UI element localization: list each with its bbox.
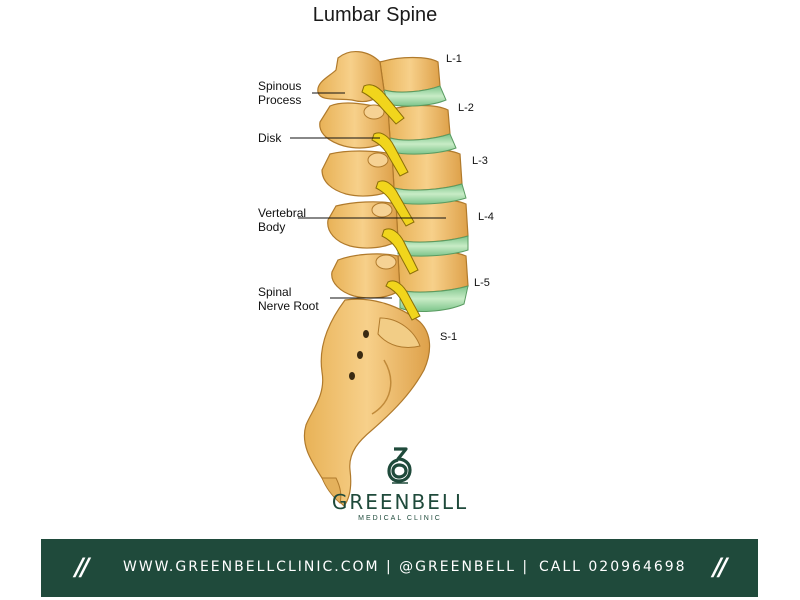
intervertebral-disks — [383, 85, 469, 312]
label-vertebral-line2: Body — [258, 220, 286, 234]
label-nerve-line2: Nerve Root — [258, 299, 319, 313]
level-l2: L-2 — [458, 102, 474, 114]
label-spinous-line1: Spinous — [258, 79, 302, 93]
level-s1: S-1 — [440, 331, 458, 343]
label-nerve-line1: Spinal — [258, 285, 292, 299]
lumbar-spine-illustration — [290, 51, 469, 507]
footer-bar: // WWW.GREENBELLCLINIC.COM | @GREENBELL … — [41, 539, 758, 597]
leader-lines — [290, 92, 446, 299]
vertebral-bodies — [379, 56, 469, 293]
page-title: Lumbar Spine — [312, 4, 438, 26]
footer-slash-right: // — [713, 553, 727, 581]
label-spinal-nerve-root: Spinal Nerve Root — [258, 285, 319, 313]
clinic-logo: GREENBELL MEDICAL CLINIC — [330, 445, 470, 522]
label-disk: Disk — [258, 131, 282, 145]
level-l3: L-3 — [472, 155, 488, 167]
level-l4: L-4 — [478, 211, 494, 223]
level-l1: L-1 — [446, 53, 462, 65]
label-spinous-line2: Process — [258, 93, 302, 107]
greenbell-logo-icon — [387, 447, 412, 484]
label-vertebral-body: Vertebral Body — [258, 206, 306, 234]
footer-website[interactable]: WWW.GREENBELLCLINIC.COM | @GREENBELL | — [123, 559, 530, 575]
label-spinous-process: Spinous Process — [258, 79, 301, 107]
level-l5: L-5 — [474, 277, 490, 289]
footer-call[interactable]: CALL 020964698 — [539, 559, 687, 575]
footer-slash-left: // — [75, 553, 89, 581]
nerve-roots — [361, 84, 421, 321]
sacrum — [303, 298, 431, 507]
label-vertebral-line1: Vertebral — [258, 206, 307, 220]
logo-name: GREENBELL — [331, 490, 469, 514]
logo-tagline: MEDICAL CLINIC — [358, 515, 442, 522]
